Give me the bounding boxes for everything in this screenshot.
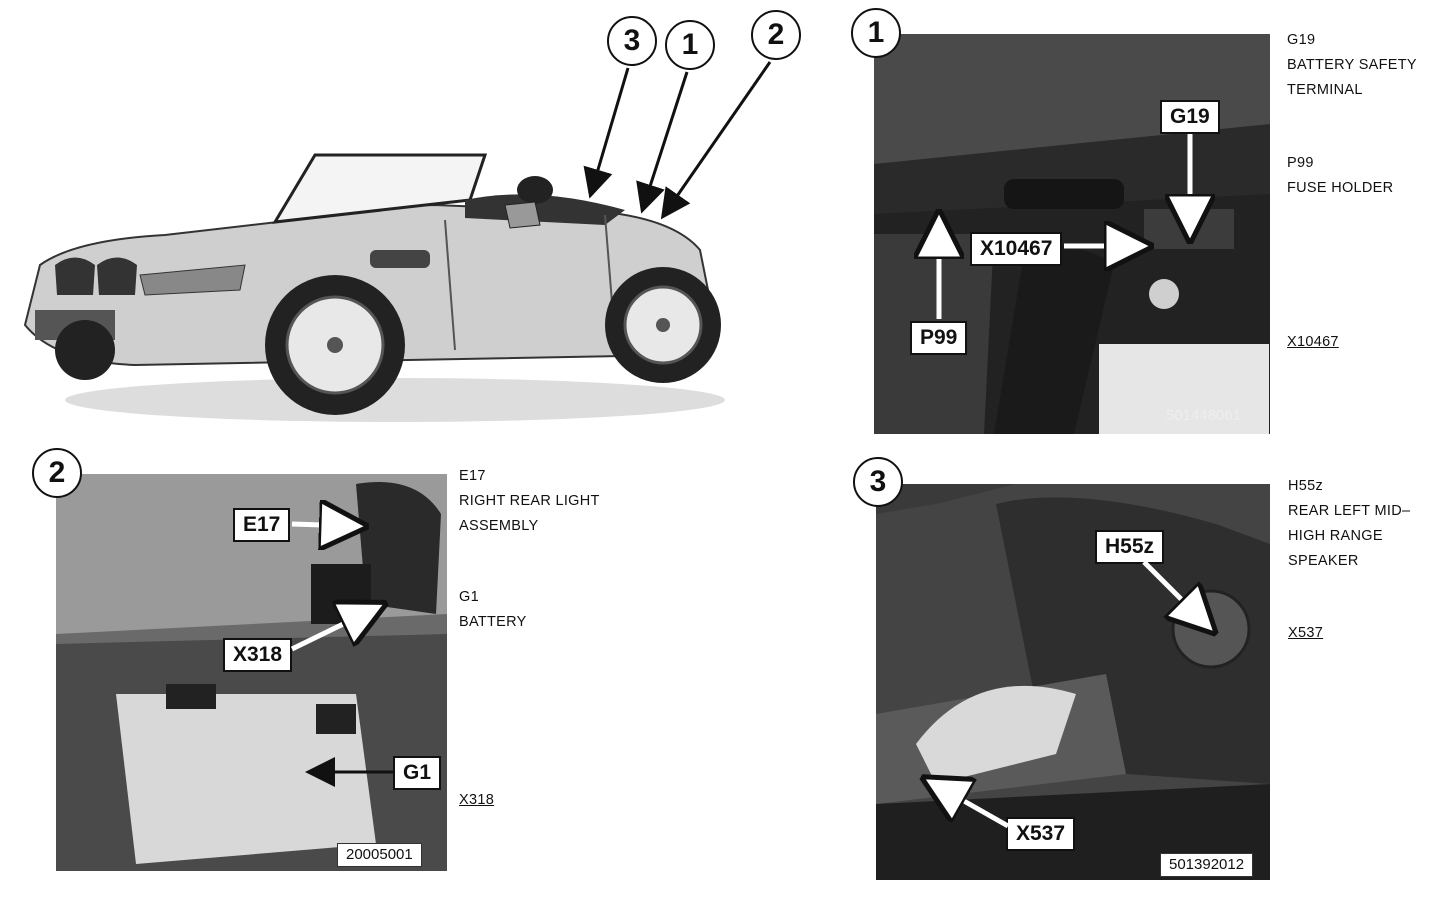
- callout-1: 1: [665, 20, 715, 70]
- label-e17: E17: [233, 508, 291, 542]
- panel3-arrows: [876, 560, 1270, 829]
- panel1-legend: G19 BATTERY SAFETY TERMINAL P99 FUSE HOL…: [1287, 28, 1417, 201]
- panel2-connector: X318: [459, 792, 495, 808]
- legend-p99-line1: FUSE HOLDER: [1287, 180, 1394, 196]
- label-g1: G1: [393, 756, 442, 790]
- panel1-number: 1: [851, 8, 901, 58]
- panel2-figure-id: 20005001: [337, 843, 422, 867]
- panel1-figure-id: 501448061: [1166, 407, 1242, 424]
- panel3-legend: H55z REAR LEFT MID– HIGH RANGE SPEAKER: [1288, 474, 1410, 574]
- label-p99: P99: [910, 321, 968, 355]
- panel3-connector: X537: [1288, 625, 1324, 641]
- callout-arrows: [583, 61, 772, 220]
- legend-e17-line2: ASSEMBLY: [459, 518, 539, 534]
- label-x10467: X10467: [970, 232, 1063, 266]
- panel1-arrows: [874, 134, 1270, 319]
- label-h55z: H55z: [1095, 530, 1165, 564]
- legend-h55z-line2: HIGH RANGE: [1288, 528, 1383, 544]
- panel2-arrows: [290, 474, 393, 787]
- car-illustration: [15, 100, 725, 430]
- panel3-figure-id: 501392012: [1160, 853, 1254, 877]
- legend-g19-line2: TERMINAL: [1287, 82, 1363, 98]
- legend-g19-code: G19: [1287, 32, 1316, 48]
- callout-3: 3: [607, 16, 657, 66]
- legend-g19-line1: BATTERY SAFETY: [1287, 57, 1417, 73]
- panel3-number: 3: [853, 457, 903, 507]
- legend-g1-line1: BATTERY: [459, 614, 527, 630]
- legend-h55z-code: H55z: [1288, 478, 1324, 494]
- legend-e17-code: E17: [459, 468, 486, 484]
- panel2-number: 2: [32, 448, 82, 498]
- callout-2: 2: [751, 10, 801, 60]
- legend-p99-code: P99: [1287, 155, 1314, 171]
- label-x318: X318: [223, 638, 293, 672]
- panel1-connector: X10467: [1287, 334, 1339, 350]
- label-x537: X537: [1006, 817, 1076, 851]
- label-g19: G19: [1160, 100, 1220, 134]
- legend-g1-code: G1: [459, 589, 479, 605]
- legend-e17-line1: RIGHT REAR LIGHT: [459, 493, 600, 509]
- panel2-legend: E17 RIGHT REAR LIGHT ASSEMBLY G1 BATTERY: [459, 464, 600, 635]
- legend-h55z-line3: SPEAKER: [1288, 553, 1359, 569]
- legend-h55z-line1: REAR LEFT MID–: [1288, 503, 1411, 519]
